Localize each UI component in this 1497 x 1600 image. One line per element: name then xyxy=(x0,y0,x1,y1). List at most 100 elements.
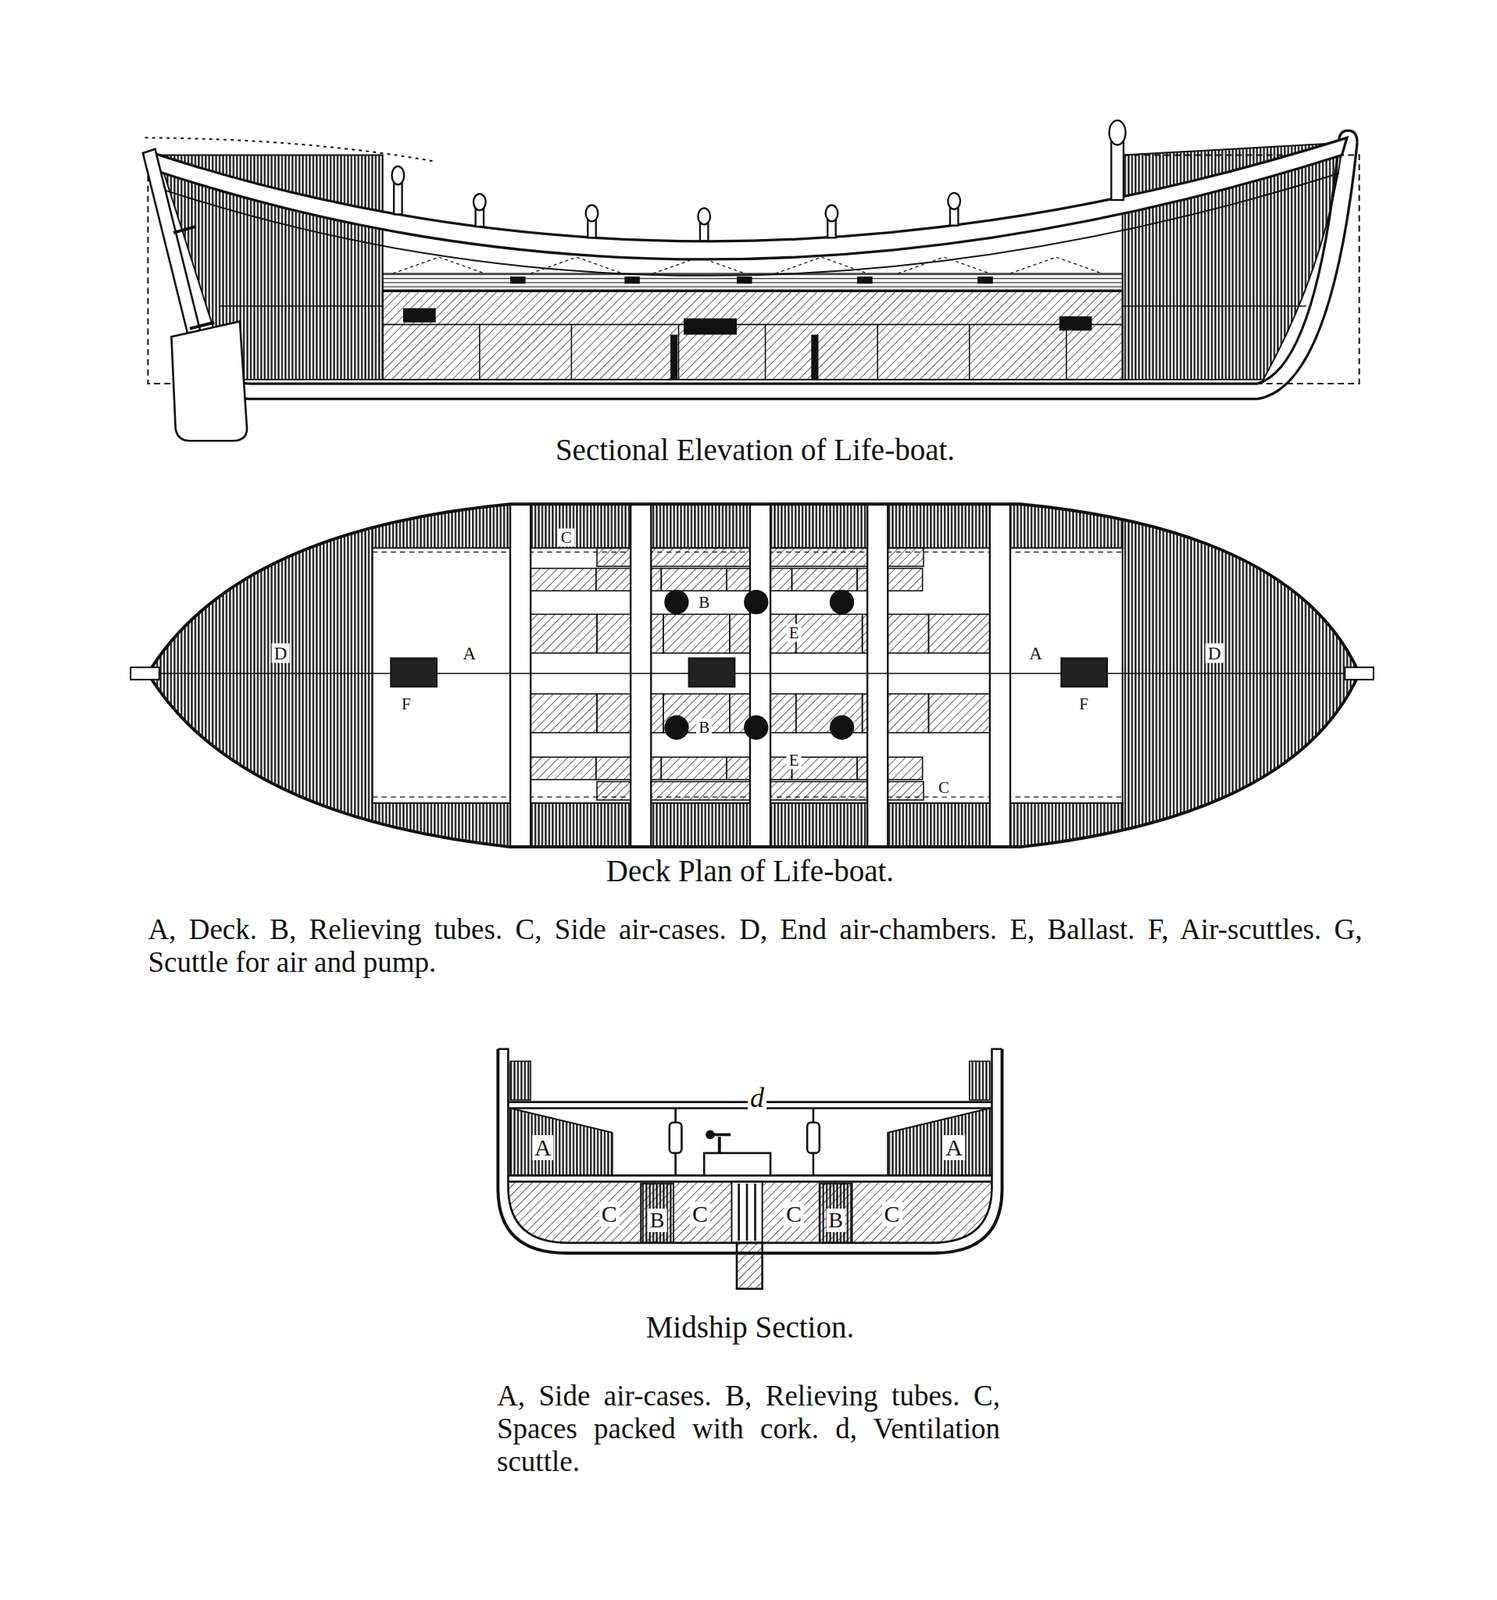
relieving-tube xyxy=(743,589,769,615)
midship-section xyxy=(731,1181,762,1243)
part-letter: C xyxy=(558,528,575,547)
part-letter: d xyxy=(747,1082,767,1113)
part-letter: B xyxy=(825,1208,846,1233)
part-letter: F xyxy=(1076,695,1091,714)
thole-pin xyxy=(473,193,486,211)
deck-plan xyxy=(147,503,1359,847)
rudder xyxy=(173,226,215,329)
relieving-tube xyxy=(829,715,854,740)
relieving-tube xyxy=(664,589,854,740)
relieving-tube xyxy=(829,589,854,615)
part-letter: E xyxy=(786,751,802,770)
sectional-elevation xyxy=(382,290,1123,380)
midship-section xyxy=(507,1061,992,1243)
deck-plan xyxy=(130,667,160,680)
part-letter: D xyxy=(271,643,290,663)
scuttle-mark xyxy=(1059,316,1093,331)
midship-section xyxy=(807,1122,820,1154)
midship-section xyxy=(497,1049,1002,1290)
relieving-tube xyxy=(743,715,769,740)
part-letter: D xyxy=(1205,643,1224,663)
thole-pin xyxy=(947,192,961,210)
air-scuttle xyxy=(689,657,736,687)
relieving-tube xyxy=(664,589,689,615)
figure-caption: Deck Plan of Life-boat. xyxy=(606,855,894,887)
midship-section xyxy=(819,1183,853,1244)
air-scuttle xyxy=(1061,657,1108,687)
scuttle-mark xyxy=(811,334,819,379)
thole-pin xyxy=(392,120,1126,241)
figure-caption: Sectional Elevation of Life-boat. xyxy=(555,433,955,465)
part-letter: A xyxy=(532,1135,554,1161)
scuttle-mark xyxy=(403,307,436,322)
ballast-block xyxy=(792,568,858,592)
part-letter: C xyxy=(936,778,952,797)
part-letter: A xyxy=(460,643,479,663)
ballast-block xyxy=(663,614,730,654)
part-letter: C xyxy=(881,1201,902,1227)
scuttle-mark xyxy=(736,276,753,284)
sectional-elevation xyxy=(163,173,1340,276)
midship-section xyxy=(675,1107,814,1176)
midship-section xyxy=(497,1049,1002,1062)
air-scuttle xyxy=(390,657,1108,687)
thole-pin xyxy=(392,166,405,186)
sectional-elevation xyxy=(382,324,1123,380)
ballast-block xyxy=(530,693,597,733)
deck-plan xyxy=(132,489,1373,860)
part-letter: E xyxy=(786,623,802,642)
thole-pin xyxy=(825,205,839,222)
figure-caption: Midship Section. xyxy=(646,1311,855,1342)
ballast-block xyxy=(530,757,597,780)
deck-plan xyxy=(132,672,1374,675)
midship-section xyxy=(969,1061,990,1101)
ballast-block xyxy=(796,614,863,654)
ballast-block xyxy=(660,568,727,592)
part-letter: F xyxy=(399,695,414,714)
scuttle-mark xyxy=(670,334,678,379)
midship-section xyxy=(640,1183,674,1244)
scuttle-mark xyxy=(683,318,737,336)
midship-section xyxy=(887,1107,990,1176)
ballast-block xyxy=(792,757,858,780)
scuttle-mark xyxy=(403,276,1093,380)
thole-pin xyxy=(585,205,599,222)
relieving-tube xyxy=(664,715,689,740)
sectional-elevation xyxy=(382,289,1123,293)
thole-pin xyxy=(1109,120,1126,145)
part-letter: A xyxy=(943,1135,965,1161)
sectional-elevation xyxy=(153,137,1347,260)
part-letter: C xyxy=(689,1201,711,1227)
part-letter: A xyxy=(1026,643,1045,663)
midship-section xyxy=(703,1153,771,1176)
scuttle-mark xyxy=(624,276,640,284)
part-letter: C xyxy=(783,1201,804,1227)
rudder xyxy=(171,321,247,441)
sectional-elevation xyxy=(250,142,1340,384)
part-letter: B xyxy=(647,1208,668,1233)
ballast-block xyxy=(530,568,597,592)
key-text: A, Side air-cases. B, Relieving tubes. C… xyxy=(496,1379,1001,1479)
midship-section xyxy=(497,1049,1002,1254)
sectional-elevation xyxy=(382,273,1123,291)
scuttle-mark xyxy=(977,276,994,284)
part-letter: B xyxy=(696,718,712,737)
deck-plan xyxy=(130,489,1374,860)
scuttle-mark xyxy=(510,276,526,284)
air-scuttle xyxy=(390,657,437,687)
ballast-block xyxy=(928,614,990,654)
thole-pin xyxy=(697,207,711,225)
sectional-elevation xyxy=(142,120,1360,441)
key-text: A, Deck. B, Relieving tubes. C, Side air… xyxy=(147,913,1362,979)
part-letter: C xyxy=(599,1201,620,1227)
ballast-block xyxy=(928,693,990,733)
midship-section xyxy=(669,1122,683,1154)
midship-section xyxy=(510,1061,531,1101)
midship-section xyxy=(510,1107,613,1176)
midship-section xyxy=(507,1181,992,1243)
midship-section xyxy=(739,1183,756,1241)
midship-section xyxy=(706,1130,715,1139)
deck-plan xyxy=(1344,667,1374,680)
